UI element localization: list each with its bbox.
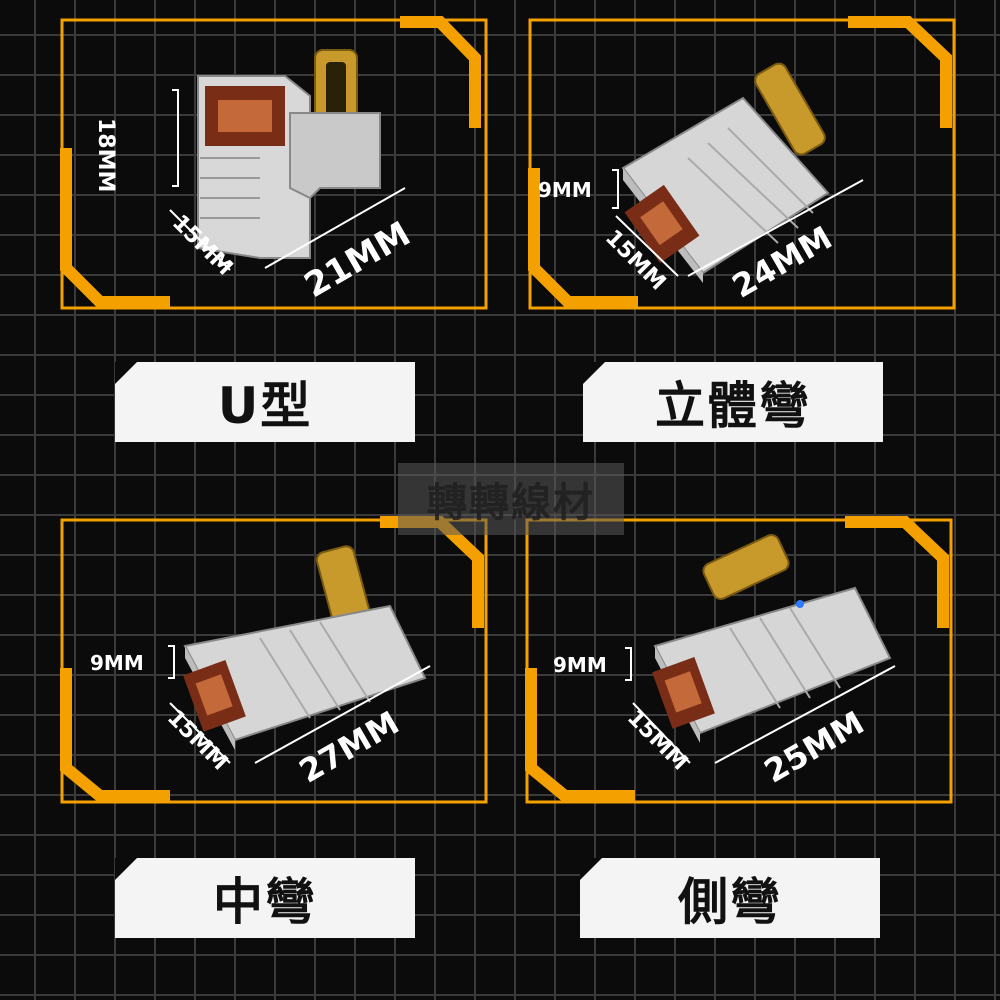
orange-frame [60,16,488,310]
label-card-u-shape: U型 [115,362,415,442]
adapter-3d-bend-image [612,62,864,283]
label-card-middle-bend: 中彎 [115,858,415,938]
corner-notch [115,362,137,384]
dimension-height: 9MM [90,651,144,675]
product-panel-3d-bend: 9MM 15MM 24MM [528,16,958,313]
corner-notch [115,858,137,880]
adapter-middle-bend-image [168,545,431,764]
product-panel-side-bend: 9MM 15MM 25MM [525,516,955,808]
label-u-shape: U型 [217,377,313,435]
corner-notch [580,858,602,880]
product-panel-u-shape: 18MM 15MM 21MM [60,16,490,313]
label-card-side-bend: 側彎 [580,858,880,938]
label-side-bend: 側彎 [678,873,782,931]
dimension-height: 9MM [553,653,607,677]
dimension-height: 18MM [93,118,118,193]
label-middle-bend: 中彎 [213,873,317,931]
orange-frame [525,516,953,804]
dimension-height: 9MM [538,178,592,202]
watermark: 轉轉線材 [398,463,624,535]
adapter-u-shape-image [169,49,406,271]
product-panel-middle-bend: 9MM 15MM 27MM [60,516,490,808]
label-card-3d-bend: 立體彎 [583,362,883,442]
adapter-side-bend-image [625,534,896,764]
corner-notch [583,362,605,384]
label-3d-bend: 立體彎 [655,377,811,435]
orange-frame [528,16,956,310]
